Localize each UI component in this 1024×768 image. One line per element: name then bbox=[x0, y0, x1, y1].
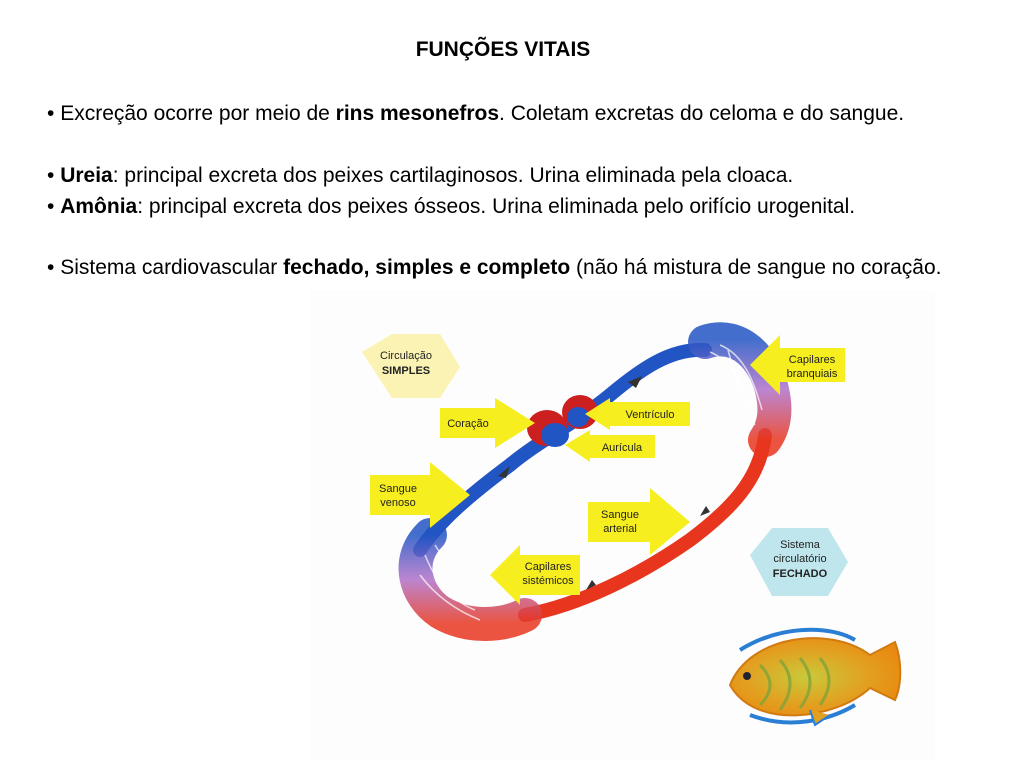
label-auricula: Aurícula bbox=[565, 430, 655, 462]
label-capilares-branquiais: Capilares branquiais bbox=[750, 335, 845, 395]
bullet-ureia: • Ureia: principal excreta dos peixes ca… bbox=[47, 164, 794, 187]
svg-text:Circulação: Circulação bbox=[380, 350, 432, 362]
hex-sistema-fechado: Sistema circulatório FECHADO bbox=[750, 528, 848, 596]
svg-text:Sangue: Sangue bbox=[601, 509, 639, 521]
label-capilares-sistemicos: Capilares sistémicos bbox=[490, 545, 580, 605]
svg-text:FECHADO: FECHADO bbox=[773, 568, 828, 580]
systemic-capillaries bbox=[398, 518, 542, 641]
label-sangue-arterial: Sangue arterial bbox=[588, 488, 690, 555]
svg-text:Capilares: Capilares bbox=[525, 561, 572, 573]
bullet-amonia: • Amônia: principal excreta dos peixes ó… bbox=[47, 195, 856, 218]
gill-capillaries bbox=[688, 322, 792, 457]
svg-text:circulatório: circulatório bbox=[773, 553, 826, 565]
svg-text:Ventrículo: Ventrículo bbox=[626, 409, 675, 421]
bullet-sistema-cardiovascular: • Sistema cardiovascular fechado, simple… bbox=[47, 256, 942, 279]
svg-text:Aurícula: Aurícula bbox=[602, 442, 643, 454]
arterial-vessel bbox=[518, 428, 772, 622]
slide-title: FUNÇÕES VITAIS bbox=[415, 38, 591, 61]
svg-text:SIMPLES: SIMPLES bbox=[382, 365, 430, 377]
heart bbox=[527, 395, 598, 447]
fish-illustration bbox=[728, 627, 902, 727]
label-sangue-venoso: Sangue venoso bbox=[370, 462, 470, 528]
flow-arrows bbox=[498, 376, 710, 590]
svg-text:Coração: Coração bbox=[447, 418, 489, 430]
svg-text:venoso: venoso bbox=[380, 497, 415, 509]
circulation-diagram: Circulação SIMPLES Sistema circulatório … bbox=[310, 290, 935, 760]
label-coracao: Coração bbox=[440, 398, 535, 448]
hex-circulacao-simples: Circulação SIMPLES bbox=[362, 334, 460, 398]
label-ventriculo: Ventrículo bbox=[585, 398, 690, 430]
svg-text:sistémicos: sistémicos bbox=[522, 575, 574, 587]
svg-text:Sangue: Sangue bbox=[379, 483, 417, 495]
svg-text:branquiais: branquiais bbox=[787, 368, 838, 380]
bullet-excrecao: • Excreção ocorre por meio de rins meson… bbox=[47, 102, 905, 125]
svg-text:arterial: arterial bbox=[603, 523, 637, 535]
svg-text:Sistema: Sistema bbox=[780, 539, 821, 551]
svg-text:Capilares: Capilares bbox=[789, 354, 836, 366]
